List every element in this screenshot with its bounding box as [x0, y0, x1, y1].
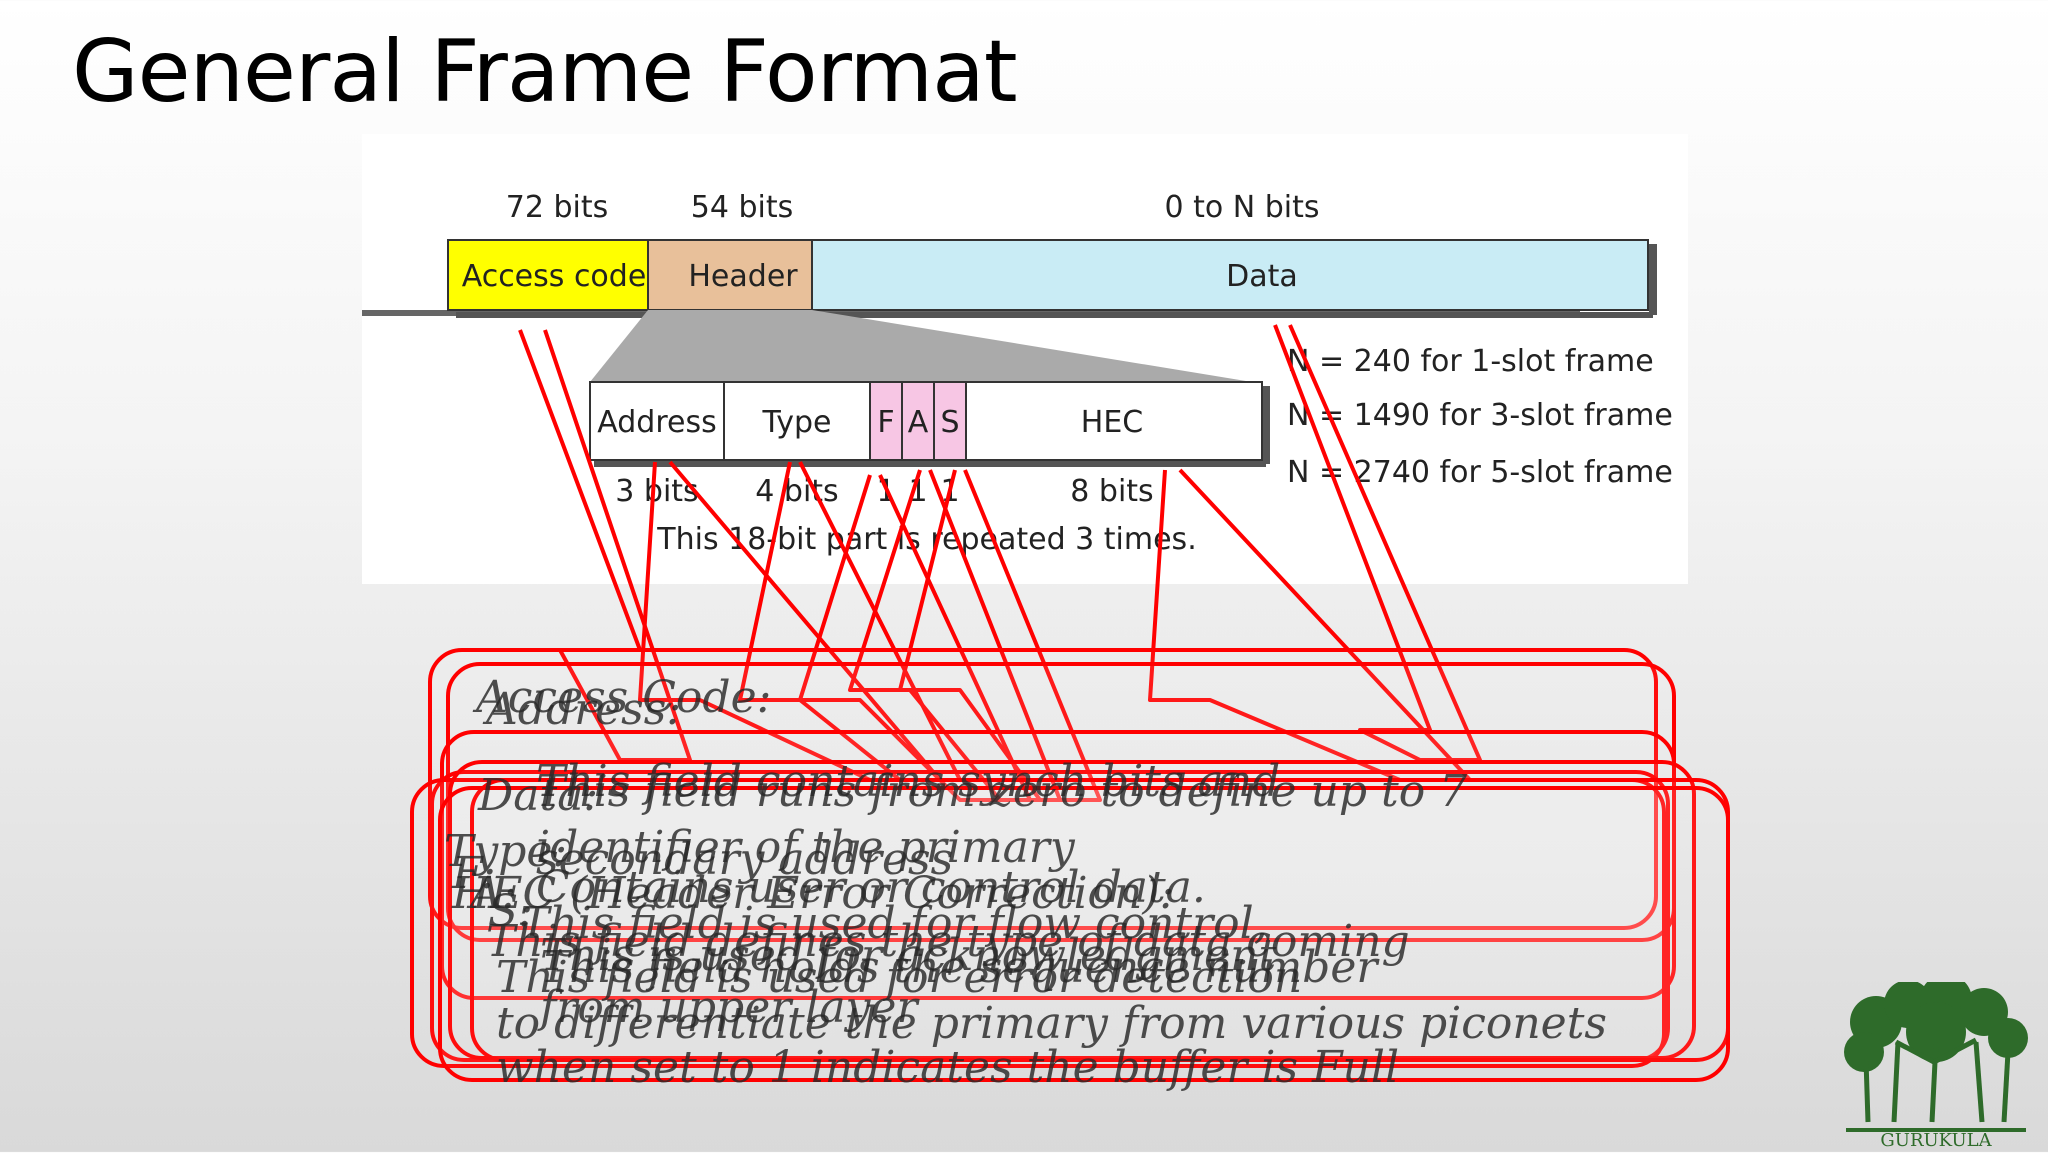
header-bits-label: 54 bits: [691, 190, 793, 225]
callout-access-code-heading: Access Code:: [476, 672, 772, 723]
address-bits: 3 bits: [615, 474, 698, 509]
access-code-bits-label: 72 bits: [506, 190, 608, 225]
a-bits: 1: [908, 474, 927, 509]
hec-subfield: [965, 381, 1263, 461]
access-code-field: [447, 239, 649, 311]
callout-s-line1: This field holds the sequence number: [540, 942, 1378, 993]
n-value-3-slot: N = 1490 for 3-slot frame: [1287, 398, 1673, 433]
callout-box-hec: [438, 786, 1730, 1082]
f-subfield: [869, 381, 903, 461]
callout-box-a: [448, 760, 1696, 1060]
data-label: Data: [1226, 259, 1298, 294]
slide-title: General Frame Format: [72, 22, 1018, 122]
callout-address-line1: This field runs from zero to define up t…: [536, 766, 1468, 817]
s-bits: 1: [940, 474, 959, 509]
type-subfield: [723, 381, 871, 461]
s-label: S: [940, 405, 959, 440]
callout-box-s: [470, 778, 1730, 1062]
tree-icon: GURUKULA: [1844, 974, 2028, 1151]
a-label: A: [908, 405, 929, 440]
callout-f-line1: This field is used for flow control,: [520, 898, 1268, 949]
s-subfield: [933, 381, 967, 461]
callout-type-line2: from upper layer: [540, 982, 918, 1033]
hec-label: HEC: [1081, 405, 1143, 440]
callout-box-address: [446, 662, 1676, 942]
n-value-1-slot: N = 240 for 1-slot frame: [1287, 344, 1654, 379]
a-subfield: [901, 381, 935, 461]
f-bits: 1: [876, 474, 895, 509]
callout-hec-line1: This field is used for error detection: [496, 952, 1303, 1003]
callout-a-heading: A:: [470, 868, 517, 919]
callout-box-type: [430, 770, 1670, 1062]
logo-text: GURUKULA: [1880, 1130, 1992, 1150]
callout-access-code-line1: This field contains synch bits and: [536, 756, 1281, 807]
callout-type-heading: Type:: [444, 826, 568, 877]
callout-box-f: [410, 778, 1666, 1068]
callout-hec-heading: HEC (Header Error Correction):: [452, 868, 1175, 919]
header-expansion: [590, 310, 1252, 382]
callout-box-data: [440, 730, 1676, 1000]
data-bits-label: 0 to N bits: [1164, 190, 1319, 225]
callout-hec-line2: to differentiate the primary from variou…: [496, 998, 1607, 1049]
frame-format-figure: 72 bits 54 bits 0 to N bits Access code …: [362, 134, 1688, 584]
type-bits: 4 bits: [755, 474, 838, 509]
callout-f-heading: F:: [452, 848, 496, 899]
gurukula-logo: GURUKULA: [1836, 974, 2036, 1151]
data-field: [811, 239, 1649, 311]
callout-data-heading: Data:: [478, 770, 599, 821]
callout-address-heading: Address:: [486, 684, 682, 735]
n-value-5-slot: N = 2740 for 5-slot frame: [1287, 455, 1673, 490]
f-label: F: [877, 405, 894, 440]
hec-bits: 8 bits: [1070, 474, 1153, 509]
access-code-label: Access code: [462, 259, 647, 294]
callout-access-code-line2: identifier of the primary: [536, 822, 1075, 873]
header-label: Header: [688, 259, 798, 294]
callout-data-line1: Contains user or control data.: [536, 862, 1206, 913]
frame-diagram: 72 bits 54 bits 0 to N bits Access code …: [362, 190, 1673, 557]
address-label: Address: [597, 405, 716, 440]
callout-f-line2: when set to 1 indicates the buffer is Fu…: [496, 1042, 1400, 1093]
repeat-note: This 18-bit part is repeated 3 times.: [656, 522, 1196, 557]
callout-type-line1: This field defines the type of data comi…: [486, 916, 1410, 967]
callout-s-heading: S:: [488, 886, 533, 937]
callout-address-line2: secondary address: [536, 834, 954, 885]
callout-a-line1: This is used for acknowledgment: [540, 930, 1277, 981]
type-label: Type: [762, 405, 832, 440]
